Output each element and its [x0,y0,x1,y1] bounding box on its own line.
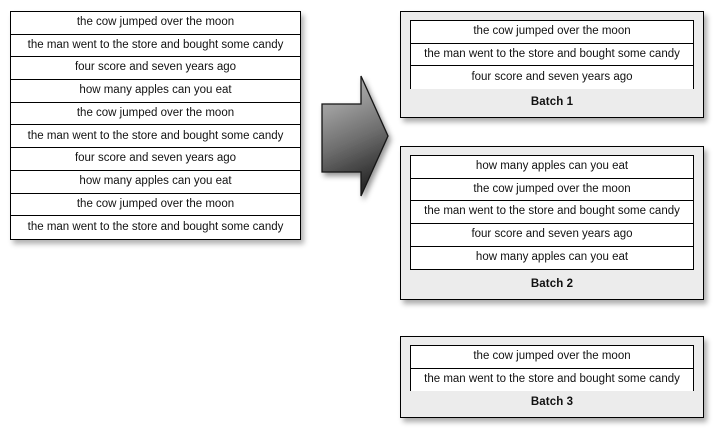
input-sentence-row: the man went to the store and bought som… [11,216,300,239]
input-sentence-row: the man went to the store and bought som… [11,125,300,149]
batch-2-label: Batch 2 [530,278,574,290]
batch-2-sentence-row: the cow jumped over the moon [411,178,693,202]
input-sentence-row: how many apples can you eat [11,80,300,103]
batch-2-sentence-row: how many apples can you eat [411,246,693,270]
input-sentence-row: the man went to the store and bought som… [11,34,300,58]
input-sentence-row: four score and seven years ago [11,148,300,171]
batch-1-sentence-row: the cow jumped over the moon [411,21,693,44]
batch-2-sentence-row: the man went to the store and bought som… [411,201,693,225]
batch-1-sentence-row: four score and seven years ago [411,66,693,90]
batch-2-sentence-row: how many apples can you eat [411,156,693,179]
input-sentence-row: how many apples can you eat [11,170,300,194]
input-sentence-row: the cow jumped over the moon [11,12,300,35]
input-sentence-row: four score and seven years ago [11,57,300,81]
right-block-arrow-icon [312,70,398,210]
input-sentence-row: the cow jumped over the moon [11,102,300,126]
batch-2-sentence-row: four score and seven years ago [411,224,693,247]
batch-3-sentence-row: the cow jumped over the moon [411,346,693,369]
batch-1-label: Batch 1 [530,96,574,108]
batch-3-sentence-row: the man went to the store and bought som… [411,368,693,392]
batch-3-label: Batch 3 [530,396,574,408]
input-sentence-row: the cow jumped over the moon [11,193,300,217]
batch-1-sentence-row: the man went to the store and bought som… [411,43,693,67]
